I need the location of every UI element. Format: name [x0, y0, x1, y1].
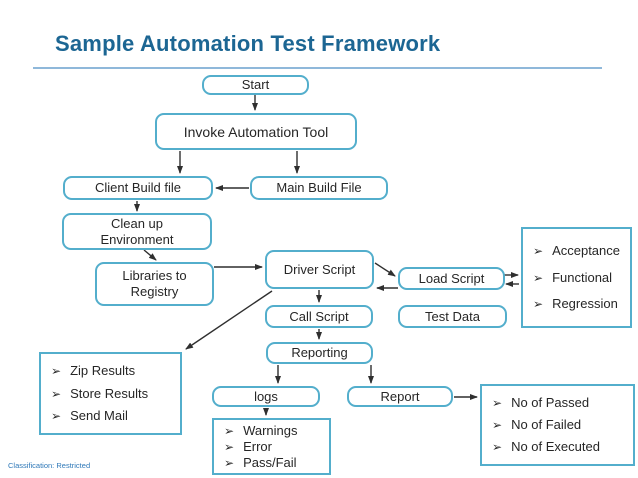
- bullet-label: No of Executed: [511, 439, 600, 454]
- node-invoke-automation-tool: Invoke Automation Tool: [155, 113, 357, 150]
- node-label: Call Script: [289, 308, 349, 324]
- bullet-item: ➢ No of Executed: [492, 439, 600, 455]
- node-driver-script: Driver Script: [265, 250, 374, 289]
- node-label: Reporting: [291, 345, 348, 360]
- node-label: logs: [254, 388, 278, 404]
- bullet-item: ➢ Acceptance: [533, 243, 620, 259]
- arrowhead-bullet-icon: ➢: [533, 297, 544, 312]
- node-start: Start: [202, 75, 309, 95]
- bullet-label: Regression: [552, 296, 618, 312]
- arrowhead-bullet-icon: ➢: [224, 424, 235, 438]
- bullet-item: ➢ Pass/Fail: [224, 455, 297, 471]
- connector-cleanup-libraries: [143, 249, 157, 261]
- classification-label: Classification: Restricted: [8, 461, 91, 470]
- node-test-types: ➢ Acceptance ➢ Functional ➢ Regression: [521, 227, 632, 328]
- node-clean-up-environment: Clean up Environment: [62, 213, 212, 250]
- node-label: Main Build File: [276, 180, 362, 195]
- arrowhead-bullet-icon: ➢: [492, 396, 503, 410]
- bullet-item: ➢ Regression: [533, 296, 618, 312]
- bullet-label: No of Passed: [511, 395, 590, 410]
- node-client-build-file: Client Build file: [63, 176, 213, 200]
- bullet-item: ➢ Zip Results: [51, 363, 135, 379]
- node-results-actions: ➢ Zip Results ➢ Store Results ➢ Send Mai…: [39, 352, 182, 435]
- bullet-item: ➢ Store Results: [51, 386, 148, 402]
- node-load-script: Load Script: [398, 267, 505, 290]
- node-report: Report: [347, 386, 453, 407]
- node-label: Report: [380, 388, 420, 404]
- node-label: Libraries to Registry: [122, 268, 187, 299]
- node-label: Load Script: [418, 270, 485, 286]
- bullet-label: Acceptance: [552, 242, 620, 258]
- bullet-label: Warnings: [243, 423, 298, 438]
- bullet-label: Send Mail: [70, 407, 128, 423]
- node-call-script: Call Script: [265, 305, 373, 328]
- node-label: Client Build file: [95, 180, 181, 195]
- arrowhead-bullet-icon: ➢: [51, 386, 62, 401]
- node-libraries-to-registry: Libraries to Registry: [95, 262, 214, 306]
- bullet-label: Error: [243, 439, 272, 454]
- title-underline: [33, 67, 602, 69]
- node-label: Clean up Environment: [100, 215, 174, 247]
- arrowhead-bullet-icon: ➢: [533, 270, 544, 285]
- bullet-item: ➢ Error: [224, 439, 272, 455]
- bullet-item: ➢ Functional: [533, 270, 612, 286]
- arrowhead-bullet-icon: ➢: [492, 440, 503, 454]
- node-label: Test Data: [425, 308, 480, 324]
- connector-driver-loadscript: [374, 262, 396, 277]
- connector-driver-results: [185, 290, 273, 350]
- arrowhead-bullet-icon: ➢: [492, 418, 503, 432]
- arrowhead-bullet-icon: ➢: [51, 364, 62, 379]
- node-label: Invoke Automation Tool: [183, 123, 329, 140]
- bullet-label: Store Results: [70, 385, 149, 401]
- arrowhead-bullet-icon: ➢: [224, 440, 235, 454]
- bullet-item: ➢ Send Mail: [51, 408, 128, 424]
- node-label: Start: [241, 77, 270, 92]
- bullet-label: No of Failed: [511, 417, 582, 432]
- bullet-item: ➢ No of Failed: [492, 417, 581, 433]
- node-logs: logs: [212, 386, 320, 407]
- bullet-label: Functional: [552, 269, 613, 285]
- bullet-label: Pass/Fail: [243, 455, 297, 470]
- node-label: Driver Script: [283, 261, 356, 277]
- arrowhead-bullet-icon: ➢: [533, 243, 544, 258]
- node-reporting: Reporting: [266, 342, 373, 364]
- bullet-label: Zip Results: [70, 363, 136, 379]
- node-main-build-file: Main Build File: [250, 176, 388, 200]
- bullet-item: ➢ No of Passed: [492, 395, 589, 411]
- node-log-details: ➢ Warnings ➢ Error ➢ Pass/Fail: [212, 418, 331, 475]
- node-report-metrics: ➢ No of Passed ➢ No of Failed ➢ No of Ex…: [480, 384, 635, 466]
- arrowhead-bullet-icon: ➢: [51, 408, 62, 423]
- node-test-data: Test Data: [398, 305, 507, 328]
- arrowhead-bullet-icon: ➢: [224, 456, 235, 470]
- bullet-item: ➢ Warnings: [224, 423, 298, 439]
- page-title: Sample Automation Test Framework: [55, 31, 441, 56]
